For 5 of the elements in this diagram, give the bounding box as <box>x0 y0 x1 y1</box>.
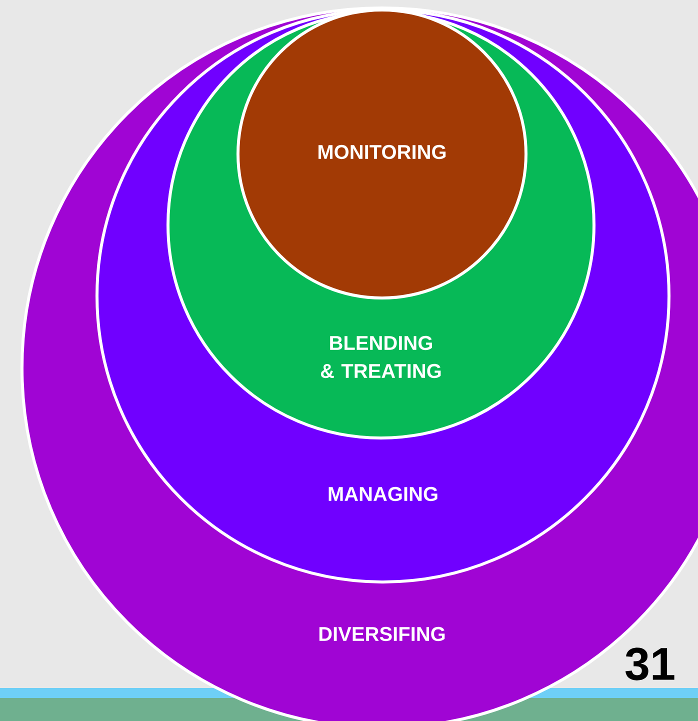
circle-label: DIVERSIFING <box>319 626 445 642</box>
circle-label: BLENDING & TREATING <box>320 336 441 378</box>
page-number: 31 <box>625 648 674 680</box>
circle-label: MANAGING <box>328 486 438 502</box>
circle-label: MONITORING <box>318 144 446 160</box>
